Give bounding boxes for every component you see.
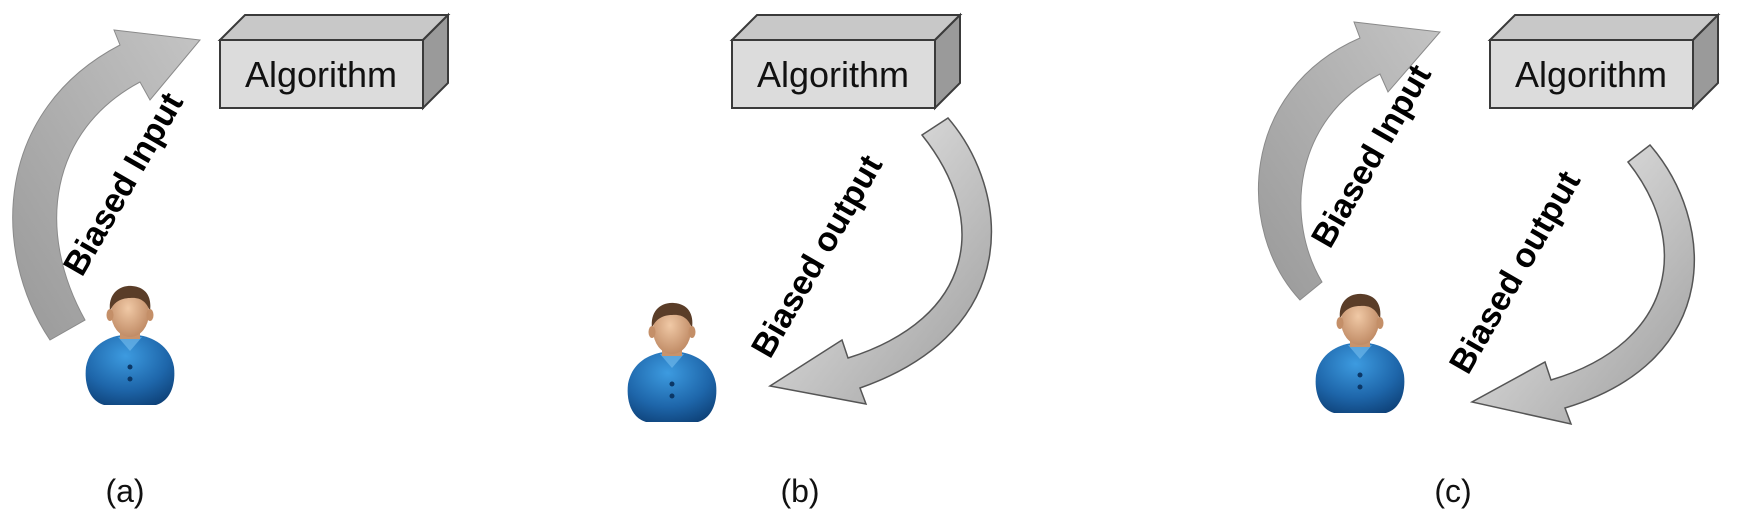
biased-output-label-b: Biased output bbox=[744, 149, 890, 364]
panel-label-c: (c) bbox=[1434, 473, 1471, 509]
panel-label-b: (b) bbox=[780, 473, 819, 509]
biased-output-label-c: Biased output bbox=[1442, 165, 1588, 380]
panel-c: Algorithm Biased Input Biased output (c) bbox=[1257, 14, 1719, 509]
output-arrow-c bbox=[1469, 143, 1695, 426]
output-arrow-b bbox=[767, 117, 993, 405]
panel-b: Algorithm Biased output (b) bbox=[627, 14, 993, 509]
algorithm-box-b: Algorithm bbox=[731, 14, 961, 109]
algorithm-box-a: Algorithm bbox=[219, 14, 449, 109]
user-icon bbox=[627, 302, 717, 422]
panel-label-a: (a) bbox=[105, 473, 144, 509]
algorithm-label-b: Algorithm bbox=[757, 54, 909, 95]
panel-a: Algorithm Biased Input (a) bbox=[12, 14, 449, 509]
algorithm-label-c: Algorithm bbox=[1515, 54, 1667, 95]
algorithm-label-a: Algorithm bbox=[245, 54, 397, 95]
user-icon bbox=[1315, 293, 1405, 413]
input-arrow-c bbox=[1257, 21, 1441, 301]
algorithm-box-c: Algorithm bbox=[1489, 14, 1719, 109]
input-arrow-a bbox=[12, 29, 201, 341]
user-icon bbox=[85, 285, 175, 405]
